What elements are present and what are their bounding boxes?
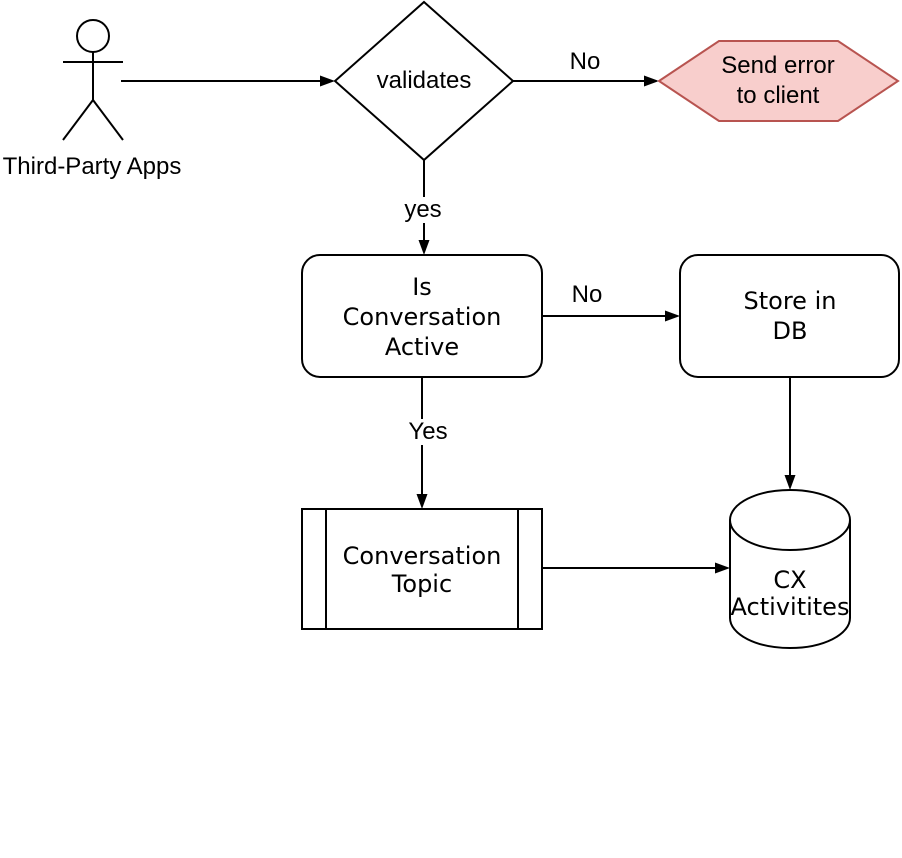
actor-head: [76, 19, 110, 53]
edge-actor-to-validates: [121, 75, 335, 87]
edge-validates-to-is-active: [418, 160, 430, 255]
edge-is-active-to-topic: [416, 377, 428, 509]
actor-icon: [62, 19, 124, 141]
actor-leg-left: [62, 99, 94, 141]
node-store-in-db-box: [679, 254, 900, 378]
actor-leg-right: [92, 99, 124, 141]
edge-is-active-to-store: [542, 310, 680, 322]
edge-store-to-cx: [784, 377, 796, 490]
edge-validates-to-send-error: [513, 75, 659, 87]
node-cx-activities-cylinder: [729, 489, 851, 649]
node-validates-diamond: [333, 0, 515, 162]
edge-topic-to-cx: [542, 562, 730, 574]
cylinder-top-arc: [729, 519, 851, 551]
node-send-error-hexagon: [657, 40, 900, 122]
node-is-conversation-active-box: [301, 254, 543, 378]
node-conversation-topic-subprocess: [301, 508, 543, 630]
